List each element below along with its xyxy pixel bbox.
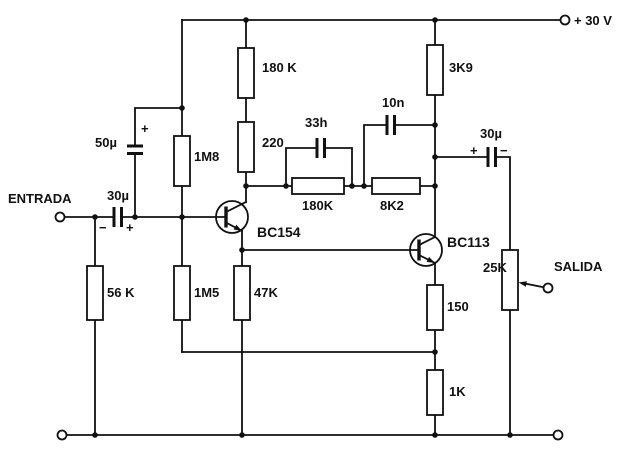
junction-dot — [179, 214, 185, 220]
polarity-plus-output: + — [470, 143, 478, 158]
transistor-q2-envelope — [409, 233, 443, 267]
terminal-ground-left — [56, 429, 68, 441]
label-capacitor-50u: 50µ — [95, 135, 117, 150]
junction-dot — [92, 214, 98, 220]
pot-wiper-lead — [523, 282, 545, 289]
junction-dot — [243, 183, 249, 189]
wire-feedback-cap-b — [363, 124, 436, 187]
junction-dot — [361, 183, 367, 189]
junction-dot — [432, 183, 438, 189]
resistor-47k — [233, 265, 251, 321]
label-supply: + 30 V — [574, 13, 612, 28]
junction-dot — [432, 122, 438, 128]
junction-dot — [132, 214, 138, 220]
label-resistor-1m8: 1M8 — [194, 149, 219, 164]
label-resistor-1m5: 1M5 — [194, 285, 219, 300]
resistor-1k — [426, 369, 444, 416]
capacitor-33h — [315, 138, 326, 158]
wires — [63, 19, 562, 436]
junction-dot — [283, 183, 289, 189]
transistor-q1-emitter-arrow — [233, 224, 242, 231]
junction-dot — [239, 247, 245, 253]
junction-dot — [507, 432, 513, 438]
junction-dot — [432, 17, 438, 23]
pot-wiper — [518, 281, 545, 289]
resistor-150 — [426, 284, 444, 331]
junction-dot — [432, 349, 438, 355]
resistor-180k-feedback — [291, 177, 345, 195]
label-transistor-q1: BC154 — [257, 224, 301, 240]
label-capacitor-30u-output: 30µ — [480, 126, 502, 141]
capacitors — [112, 115, 497, 227]
resistor-1m5 — [173, 265, 191, 321]
polarity-plus-50u: + — [141, 121, 149, 136]
transistor-q1-collector-lead — [224, 200, 248, 214]
resistor-8k2-feedback — [371, 177, 421, 195]
label-resistor-47k: 47K — [254, 285, 278, 300]
transistor-q2 — [409, 233, 443, 267]
label-resistor-3k9: 3K9 — [449, 60, 473, 75]
polarity-plus-input: + — [126, 220, 134, 235]
resistor-56k — [86, 265, 104, 321]
label-salida: SALIDA — [554, 259, 603, 274]
label-resistor-8k2: 8K2 — [380, 198, 404, 213]
label-entrada: ENTRADA — [8, 191, 72, 206]
labels: + 30 V ENTRADA SALIDA BC154 BC113 180 K … — [8, 13, 612, 399]
resistor-1m8 — [173, 135, 191, 187]
capacitor-30u-input — [112, 207, 123, 227]
terminal-entrada — [54, 211, 66, 223]
resistor-180k-feed — [237, 47, 255, 99]
terminals — [54, 14, 571, 441]
capacitor-10n — [385, 115, 396, 135]
label-transistor-q2: BC113 — [447, 234, 490, 250]
wire-output-branch — [434, 156, 511, 436]
transistor-q2-collector-lead — [417, 235, 437, 247]
junction-dots — [92, 17, 513, 438]
junction-dot — [243, 17, 249, 23]
wire-feedback-cap-a — [285, 147, 353, 187]
resistor-3k9 — [426, 44, 444, 96]
label-pot-25k: 25K — [483, 260, 507, 275]
label-resistor-1k: 1K — [449, 384, 466, 399]
pot-wiper-arrow — [518, 281, 527, 287]
terminal-supply — [559, 14, 571, 26]
wire-filter-branch — [134, 107, 183, 218]
label-resistor-180k-feed: 180 K — [262, 60, 297, 75]
capacitor-30u-output — [486, 147, 497, 167]
transistor-q2-emitter-arrow — [426, 256, 435, 263]
label-resistor-56k: 56 K — [107, 285, 135, 300]
wire-emitter-q1-to-base-q2 — [241, 230, 420, 251]
label-capacitor-30u-input: 30µ — [107, 188, 129, 203]
transistor-q1 — [215, 200, 249, 234]
label-capacitor-10n: 10n — [382, 95, 404, 110]
label-resistor-150: 150 — [447, 299, 469, 314]
potentiometer-25k — [501, 249, 519, 311]
capacitor-50u-filter — [127, 144, 143, 155]
polarity-minus-input: − — [99, 220, 107, 235]
polarity-minus-output: − — [500, 143, 508, 158]
resistors — [86, 44, 519, 416]
transistor-q1-envelope — [215, 200, 249, 234]
label-capacitor-33h: 33h — [305, 115, 327, 130]
label-resistor-220: 220 — [262, 135, 284, 150]
junction-dot — [432, 432, 438, 438]
label-resistor-180k-feedback: 180K — [302, 198, 334, 213]
junction-dot — [239, 432, 245, 438]
junction-dot — [179, 105, 185, 111]
terminal-ground-right — [552, 429, 564, 441]
resistor-220 — [237, 121, 255, 173]
junction-dot — [432, 154, 438, 160]
junction-dot — [349, 183, 355, 189]
junction-dot — [92, 432, 98, 438]
terminal-salida — [542, 282, 554, 294]
